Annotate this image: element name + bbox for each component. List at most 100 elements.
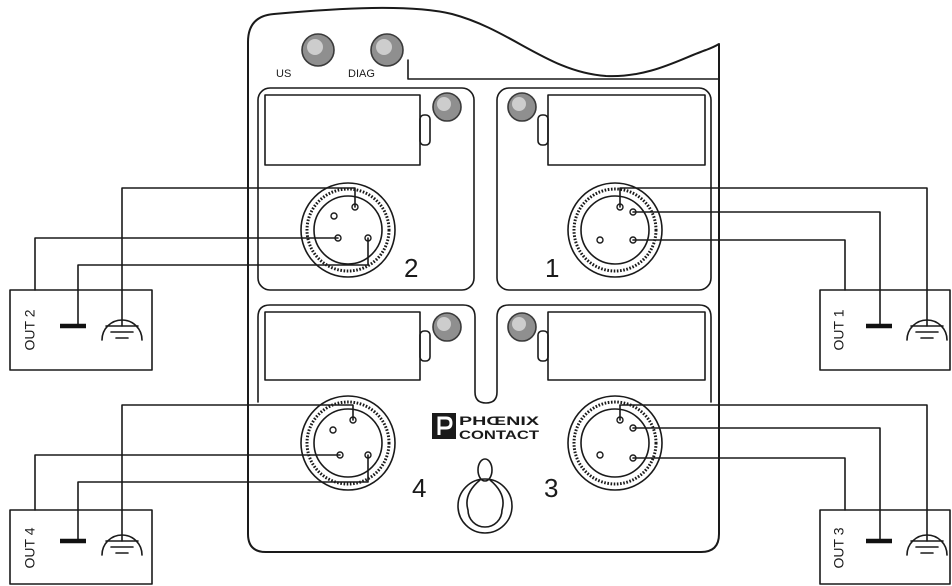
wire-signal [34,237,339,291]
connector-knurl [305,400,391,486]
label-tab [537,114,549,146]
wiring-port-1 [619,187,928,327]
led-highlight [437,317,451,331]
pin [596,451,604,459]
output-box [9,509,153,585]
wire-signal [632,239,846,291]
output-label: OUT 2 [22,309,38,350]
port-number-2: 2 [404,253,418,283]
earth-lines [910,540,944,554]
wire-earth [619,187,928,327]
phoenix-contact-logo: PHŒNIX CONTACT [432,413,540,442]
label-tab [419,114,431,146]
mounting-hole-ring [457,478,513,534]
mounting-hole-icon [457,458,513,534]
label-holder-1 [537,94,706,166]
output-box [819,509,951,585]
output-load-1: OUT 1 [819,289,951,371]
output-box [9,289,153,371]
label-tab [419,330,431,362]
output-label: OUT 1 [831,309,847,350]
port-bay-1 [496,87,712,291]
output-load-4: OUT 4 [9,509,153,585]
label-field [264,311,421,381]
wire-signal [632,457,846,511]
wire-earth [619,404,928,542]
protective-earth-icon [906,319,948,341]
output-load-2: OUT 2 [9,289,153,371]
led-highlight [437,97,451,111]
wire-ground [632,427,881,542]
us-led [301,33,335,67]
label-holder-2 [264,94,431,166]
earth-dome [101,534,143,556]
diag-led-label: DIAG [348,68,375,80]
wire-earth [121,187,356,327]
led-highlight [512,317,526,331]
connector-inner-ring [580,195,650,265]
logo-line-1: PHŒNIX [459,414,539,428]
earth-dome [906,534,948,556]
port-led-1 [507,92,537,122]
wiring-port-2 [34,187,369,327]
port-number-1: 1 [545,253,559,283]
pin [329,426,337,434]
earth-dome [906,319,948,341]
wire-ground [77,454,369,542]
wire-ground [77,237,369,327]
port-bay-2 [257,87,475,291]
label-holder-4 [264,311,431,381]
connector-inner-ring [313,195,383,265]
label-field [547,311,706,381]
wire-ground [632,211,881,327]
output-label: OUT 3 [831,527,847,568]
port-number-4: 4 [412,473,426,503]
label-field [547,94,706,166]
port-led-4 [432,312,462,342]
logo-line-2: CONTACT [459,428,540,442]
m12-connector-port-2 [300,182,396,278]
earth-lines [910,325,944,339]
wiring-port-4 [34,404,369,542]
led-highlight [512,97,526,111]
wiring-port-3 [619,404,928,542]
connector-outer-ring [567,395,663,491]
connector-outer-ring [300,395,396,491]
output-box [819,289,951,371]
connector-inner-ring [580,408,650,478]
earth-lines [105,540,139,554]
earth-dome [101,319,143,341]
m12-connector-port-1 [567,182,663,278]
pin [596,236,604,244]
wire-earth [121,404,354,542]
connector-knurl [572,187,658,273]
logo-mark-letter [437,416,453,435]
port-led-3 [507,312,537,342]
diag-led [370,33,404,67]
output-label: OUT 4 [22,527,38,568]
wire-signal [34,454,341,511]
output-load-3: OUT 3 [819,509,951,585]
label-tab [537,330,549,362]
earth-lines [105,325,139,339]
module-top-divider [407,59,720,80]
port-number-3: 3 [544,473,558,503]
protective-earth-icon [101,534,143,556]
mounting-hole-loop [477,458,493,482]
protective-earth-icon [906,534,948,556]
us-led-label: US [276,68,291,80]
label-holder-3 [537,311,706,381]
port-bays-lower [257,304,712,404]
led-highlight [307,39,323,55]
label-field [264,94,421,166]
led-highlight [376,39,392,55]
pin [330,212,338,220]
m12-connector-port-3 [567,395,663,491]
m12-connector-port-4 [300,395,396,491]
connector-knurl [572,400,658,486]
module-outline [247,6,720,553]
connector-outer-ring [300,182,396,278]
protective-earth-icon [101,319,143,341]
io-module: US DIAG [247,6,720,553]
